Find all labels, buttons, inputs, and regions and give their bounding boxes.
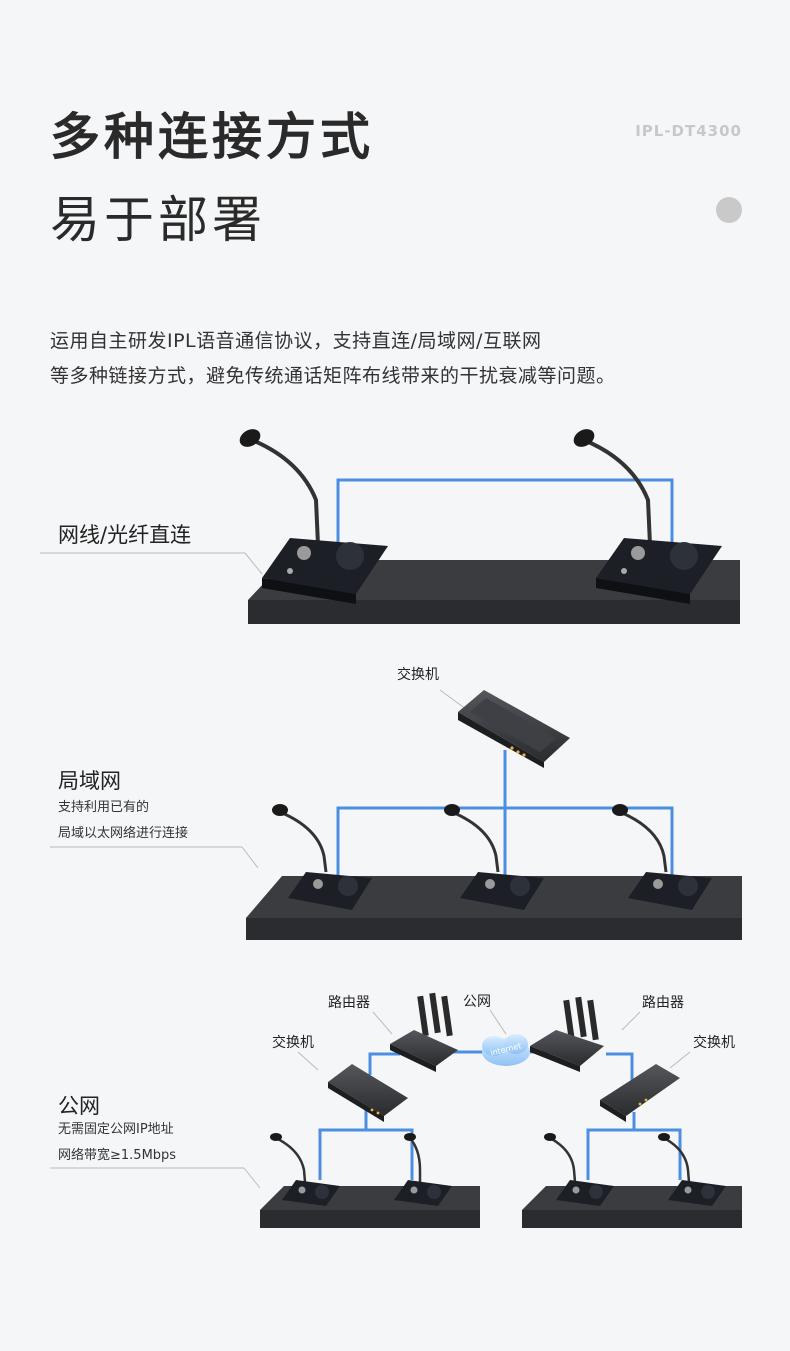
lan-intercom-1 bbox=[272, 804, 372, 910]
wan-intercom-1 bbox=[270, 1133, 340, 1206]
switch-right bbox=[600, 1064, 680, 1122]
router-left-label: 路由器 bbox=[328, 995, 370, 1011]
brand-logo-icon bbox=[716, 197, 742, 223]
page-title: 多种连接方式 bbox=[50, 108, 374, 166]
cloud-label: 公网 bbox=[463, 994, 491, 1010]
direct-connection-scene bbox=[40, 429, 740, 624]
lan-intercom-3 bbox=[612, 804, 712, 910]
desktop-intercom-right bbox=[573, 429, 722, 604]
switch-left bbox=[328, 1064, 408, 1122]
lan-intercom-2 bbox=[444, 804, 544, 910]
router-right bbox=[530, 996, 604, 1072]
page-subtitle: 易于部署 bbox=[50, 191, 266, 249]
section-wan-desc-line-2: 网络带宽≥1.5Mbps bbox=[58, 1148, 177, 1163]
switch-left-label: 交换机 bbox=[272, 1035, 314, 1051]
wan-intercom-4 bbox=[658, 1133, 726, 1206]
lan-switch-label: 交换机 bbox=[397, 667, 439, 683]
table-front bbox=[248, 600, 740, 624]
router-right-label: 路由器 bbox=[642, 995, 684, 1011]
section-lan-desc-line-2: 局域以太网络进行连接 bbox=[58, 826, 189, 841]
router-left bbox=[390, 992, 458, 1072]
wan-intercom-3 bbox=[544, 1133, 614, 1206]
intro-line-1: 运用自主研发IPL语音通信协议，支持直连/局域网/互联网 bbox=[50, 330, 542, 352]
model-number: IPL-DT4300 bbox=[635, 122, 742, 140]
section-direct-title: 网线/光纤直连 bbox=[58, 523, 192, 547]
switch-right-label: 交换机 bbox=[693, 1035, 735, 1051]
section-lan-title: 局域网 bbox=[58, 769, 121, 793]
section-lan-desc-line-1: 支持利用已有的 bbox=[58, 800, 150, 815]
intro-line-2: 等多种链接方式，避免传统通话矩阵布线带来的干扰衰减等问题。 bbox=[50, 365, 616, 387]
section-lan-desc: 支持利用已有的 局域以太网络进行连接 bbox=[58, 795, 188, 847]
wan-intercom-2 bbox=[394, 1133, 452, 1206]
internet-cloud-icon bbox=[482, 1034, 530, 1066]
intro-text: 运用自主研发IPL语音通信协议，支持直连/局域网/互联网 等多种链接方式，避免传… bbox=[50, 324, 616, 394]
section-wan-desc: 无需固定公网IP地址 网络带宽≥1.5Mbps bbox=[58, 1117, 176, 1169]
lan-connection-scene bbox=[50, 689, 742, 940]
section-wan-desc-line-1: 无需固定公网IP地址 bbox=[58, 1122, 174, 1137]
lan-switch bbox=[458, 690, 570, 768]
wan-connection-scene bbox=[50, 992, 742, 1228]
desktop-intercom-left bbox=[239, 429, 388, 604]
section-wan-title: 公网 bbox=[58, 1094, 100, 1118]
